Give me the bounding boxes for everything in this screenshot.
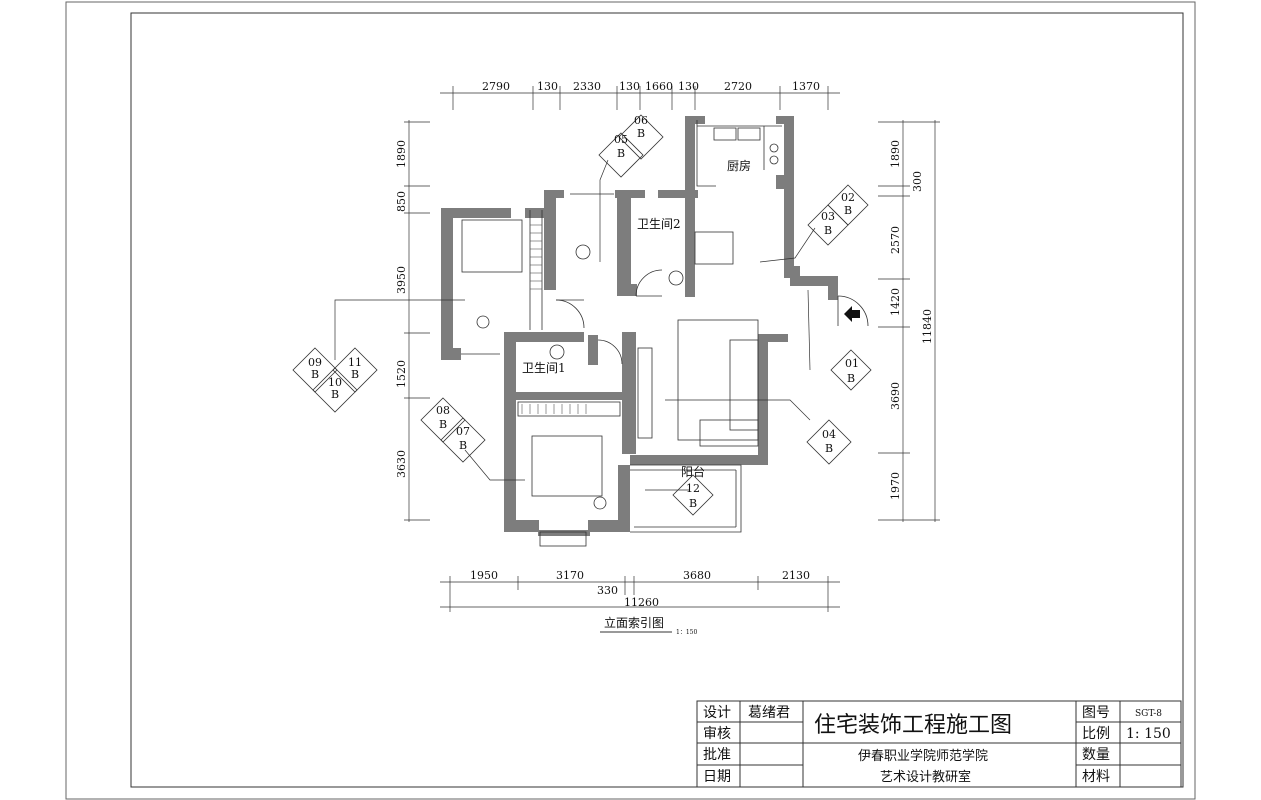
wardrobe-hatch (521, 224, 587, 414)
tb-drawing-no: SGT-8 (1135, 709, 1162, 719)
dim-top-3: 2330 (573, 80, 601, 93)
tb-qty-label: 数量 (1082, 747, 1110, 763)
dim-bottom-gap: 330 (597, 584, 618, 597)
marker-text: B (844, 204, 852, 217)
tb-scale: 1: 150 (1126, 726, 1171, 742)
marker-text: B (825, 442, 833, 455)
marker-text: B (689, 497, 697, 510)
interior-lines (461, 120, 869, 547)
dim-left-3: 3950 (395, 266, 408, 294)
dim-bottom-total: 11260 (624, 596, 659, 609)
dim-top-6: 130 (678, 80, 699, 93)
room-label-bath1: 卫生间1 (522, 361, 566, 375)
marker-text: 02 (841, 191, 855, 204)
floor-plan: 厨房 卫生间2 卫生间1 阳台 (334, 116, 869, 547)
index-marker-07-08 (420, 397, 486, 463)
dim-right-3: 2570 (889, 226, 902, 254)
marker-text: B (351, 368, 359, 381)
tb-material-label: 材料 (1082, 769, 1110, 785)
dim-bottom-1: 1950 (470, 569, 498, 582)
marker-text: 04 (822, 428, 836, 441)
dim-top-5: 1660 (645, 80, 673, 93)
dim-bottom-2: 3170 (556, 569, 584, 582)
entry-arrow-icon (844, 306, 860, 322)
dim-right-5: 3690 (889, 382, 902, 410)
dim-right-1: 1890 (889, 140, 902, 168)
tb-dept: 艺术设计教研室 (880, 769, 971, 785)
dim-left-4: 1520 (395, 360, 408, 388)
marker-text: B (439, 418, 447, 431)
index-marker-09-10-11 (292, 347, 378, 413)
title-block (696, 700, 1182, 788)
marker-text: B (824, 224, 832, 237)
marker-text: 12 (686, 482, 700, 495)
outer-border (65, 1, 1196, 800)
drawing-title: 立面索引图 (604, 615, 664, 630)
dim-right-total: 11840 (921, 309, 934, 344)
dim-right-6: 1970 (889, 472, 902, 500)
dim-right-4: 1420 (889, 288, 902, 316)
tb-designer: 葛绪君 (748, 705, 790, 721)
dim-top-8: 1370 (792, 80, 820, 93)
inner-border (130, 12, 1184, 788)
marker-text: B (847, 372, 855, 385)
index-marker-12 (672, 474, 714, 516)
dim-left-1: 1890 (395, 140, 408, 168)
dim-top-1: 2790 (482, 80, 510, 93)
marker-text: B (331, 388, 339, 401)
index-leaders (334, 159, 816, 491)
dim-top-2: 130 (537, 80, 558, 93)
dimension-lines (404, 86, 940, 612)
room-label-bath2: 卫生间2 (637, 217, 681, 231)
marker-text: B (311, 368, 319, 381)
marker-text: 06 (634, 114, 648, 127)
dim-bottom-4: 2130 (782, 569, 810, 582)
tb-project-title: 住宅装饰工程施工图 (814, 713, 1012, 738)
marker-text: 05 (614, 133, 628, 146)
marker-text: B (637, 127, 645, 140)
index-marker-04 (806, 419, 852, 465)
walls (441, 116, 838, 536)
marker-text: 01 (845, 357, 859, 370)
marker-text: 11 (348, 356, 362, 369)
dim-bottom-3: 3680 (683, 569, 711, 582)
marker-text: B (459, 439, 467, 452)
tb-design-label: 设计 (703, 705, 731, 721)
tb-school: 伊春职业学院师范学院 (858, 748, 988, 764)
dim-top-4: 130 (619, 80, 640, 93)
marker-text: B (617, 147, 625, 160)
index-marker-01 (830, 349, 872, 391)
tb-scale-label: 比例 (1082, 726, 1110, 742)
tb-approve-label: 批准 (703, 747, 731, 763)
room-label-kitchen: 厨房 (727, 158, 751, 173)
marker-text: 07 (456, 425, 470, 438)
marker-text: 03 (821, 210, 835, 223)
tb-review-label: 审核 (703, 726, 731, 742)
dim-left-5: 3630 (395, 450, 408, 478)
tb-date-label: 日期 (703, 769, 731, 785)
dim-right-2: 300 (911, 171, 924, 192)
marker-text: 08 (436, 404, 450, 417)
dim-left-2: 850 (395, 191, 408, 212)
room-label-balcony: 阳台 (681, 464, 705, 479)
tb-drawing-no-label: 图号 (1082, 705, 1110, 721)
drawing-scale-note: 1：150 (676, 629, 697, 636)
index-marker-02-03 (807, 184, 869, 246)
index-marker-05-06 (598, 114, 664, 178)
marker-text: 09 (308, 356, 322, 369)
dim-top-7: 2720 (724, 80, 752, 93)
marker-text: 10 (328, 376, 342, 389)
